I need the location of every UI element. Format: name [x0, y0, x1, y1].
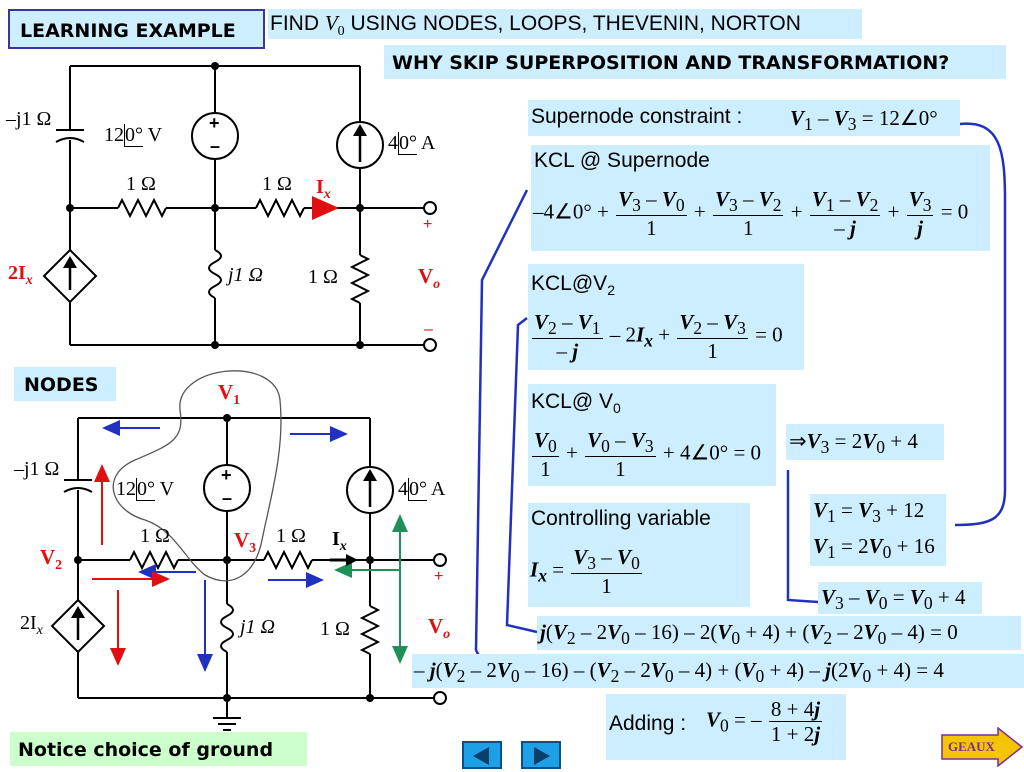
bottom-r3-label: 1 Ω: [320, 618, 350, 640]
combined-eq1: j(V2 – 2V0 – 16) – 2(V0 + 4) + (V2 – 2V0…: [540, 620, 958, 649]
top-r2-label: 1 Ω: [262, 173, 292, 195]
bottom-ind-label: j1 Ω: [240, 616, 276, 638]
node-v1-label: V1: [218, 380, 241, 409]
bottom-r1-label: 1 Ω: [140, 525, 170, 547]
v3-v0-box: V3 – V0 = V0 + 4: [818, 582, 982, 614]
v1-result-eq2: V1 = 2V0 + 16: [813, 534, 935, 563]
supernode-constraint-label: Supernode constraint :: [531, 105, 743, 128]
top-vsrc-minus: –: [210, 136, 221, 156]
bottom-cap-label: –j1 Ω: [14, 458, 60, 480]
bottom-circuit: [50, 370, 440, 731]
top-dep-label: 2Ix: [8, 262, 33, 288]
title-suffix: USING NODES, LOOPS, THEVENIN, NORTON: [344, 12, 801, 35]
top-isrc-label: 40° A: [388, 132, 436, 155]
next-button[interactable]: [521, 741, 561, 769]
top-ind-label: j1 Ω: [228, 264, 264, 286]
bottom-ix-label: Ix: [332, 528, 347, 554]
top-r3-label: 1 Ω: [308, 266, 338, 288]
prev-arrow-icon: [473, 747, 489, 765]
bottom-circuit-details: [71, 414, 447, 705]
adding-label: Adding :: [609, 712, 687, 735]
supernode-constraint-box: Supernode constraint : V1 – V3 = 12∠0°: [528, 100, 960, 136]
next-arrow-icon: [534, 747, 550, 765]
bottom-dep-label: 2Ix: [20, 612, 43, 638]
geaux-arrow-icon: [941, 726, 1024, 768]
notice-label: Notice choice of ground: [18, 739, 274, 761]
kcl-v2-label: KCL@V2: [531, 272, 615, 299]
nodes-label: NODES: [24, 374, 99, 396]
top-vo-label: Vo: [418, 264, 441, 293]
top-circuit: [42, 65, 430, 346]
node-v3-label: V3: [234, 528, 257, 557]
prev-button[interactable]: [462, 741, 502, 769]
top-minus: –: [424, 321, 433, 338]
top-plus: +: [423, 216, 433, 233]
top-cap-label: –j1 Ω: [6, 108, 52, 130]
title-find: FIND: [270, 12, 325, 35]
subtitle-box: WHY SKIP SUPERPOSITION AND TRANSFORMATIO…: [384, 45, 1006, 79]
top-ix-label: Ix: [316, 176, 331, 202]
bottom-vo-label: Vo: [428, 614, 451, 643]
combined-eq2-box: – j(V2 – 2V0 – 16) – (V2 – 2V0 – 4) + (V…: [412, 654, 1024, 688]
bottom-isrc-label: 40° A: [398, 478, 446, 501]
combined-eq2: – j(V2 – 2V0 – 16) – (V2 – 2V0 – 4) + (V…: [414, 658, 944, 687]
bottom-plus: +: [434, 568, 444, 585]
kcl-supernode-label: KCL @ Supernode: [534, 149, 710, 172]
v3-result-box: ⇒V3 = 2V0 + 4: [786, 424, 944, 460]
v3-v0-eq: V3 – V0 = V0 + 4: [821, 585, 966, 614]
top-vsrc-plus: +: [209, 113, 220, 133]
nodes-box: NODES: [14, 367, 116, 401]
title-sub: 0: [337, 24, 345, 40]
v3-result-eq: ⇒V3 = 2V0 + 4: [789, 429, 918, 458]
notice-box: Notice choice of ground: [10, 732, 307, 766]
bottom-vsrc-plus: +: [221, 465, 232, 485]
learning-example-text: LEARNING EXAMPLE: [20, 20, 236, 42]
page-title: FIND V0 USING NODES, LOOPS, THEVENIN, NO…: [268, 9, 862, 39]
v1-result-eq1: V1 = V3 + 12: [813, 498, 925, 527]
bottom-vsrc-label: 120° V: [116, 478, 175, 501]
kcl-v0-label: KCL@ V0: [531, 390, 621, 417]
geaux-button[interactable]: GEAUX: [940, 726, 1024, 768]
title-var: V: [324, 11, 338, 35]
learning-example-tag: LEARNING EXAMPLE: [8, 9, 265, 49]
bottom-vsrc-minus: –: [222, 488, 233, 508]
controlling-variable-label: Controlling variable: [531, 507, 711, 530]
bottom-r2-label: 1 Ω: [276, 525, 306, 547]
node-v2-label: V2: [40, 545, 63, 574]
combined-eq1-box: j(V2 – 2V0 – 16) – 2(V0 + 4) + (V2 – 2V0…: [537, 616, 1021, 650]
subtitle: WHY SKIP SUPERPOSITION AND TRANSFORMATIO…: [392, 52, 950, 74]
top-vsrc-label: 120° V: [104, 124, 163, 147]
top-r1-label: 1 Ω: [126, 173, 156, 195]
top-circuit-details: [63, 62, 437, 352]
v1-results-box: V1 = V3 + 12 V1 = 2V0 + 16: [810, 494, 946, 566]
geaux-label: GEAUX: [948, 739, 995, 754]
supernode-constraint-eq: V1 – V3 = 12∠0°: [790, 106, 938, 135]
